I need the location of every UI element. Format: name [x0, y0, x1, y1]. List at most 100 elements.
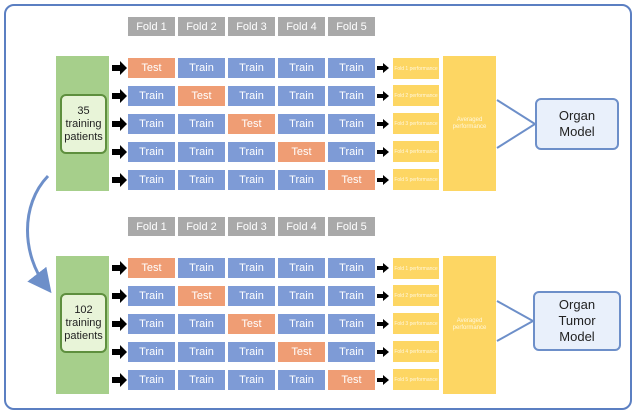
cell-train: Train	[278, 286, 325, 306]
cell-test: Test	[228, 114, 275, 134]
cell-train: Train	[178, 142, 225, 162]
arrow-right-icon	[112, 261, 127, 275]
arrow-right-icon	[377, 119, 389, 129]
cell-train: Train	[128, 286, 175, 306]
cell-train: Train	[128, 314, 175, 334]
arrow-right-icon	[112, 317, 127, 331]
fold-header-4: Fold 4	[278, 17, 325, 36]
cell-train: Train	[328, 286, 375, 306]
arrow-right-icon	[112, 345, 127, 359]
arrow-right-icon	[377, 91, 389, 101]
fold-performance-1: Fold 1 performance	[393, 58, 439, 79]
cell-train: Train	[178, 314, 225, 334]
model-label-line3: Model	[559, 329, 595, 344]
cell-train: Train	[128, 370, 175, 390]
cell-train: Train	[228, 370, 275, 390]
cell-train: Train	[278, 58, 325, 78]
cell-train: Train	[128, 170, 175, 190]
fold-header-1: Fold 1	[128, 217, 175, 236]
arrow-right-icon	[377, 347, 389, 357]
patient-label-line3: patients	[64, 130, 103, 143]
fold-performance-2: Fold 2 performance	[393, 285, 439, 306]
cell-train: Train	[328, 142, 375, 162]
cell-train: Train	[228, 58, 275, 78]
cell-train: Train	[128, 86, 175, 106]
row-arrows-top	[112, 61, 127, 187]
patient-count: 35	[77, 104, 90, 117]
arrow-right-icon	[112, 173, 127, 187]
cell-train: Train	[278, 86, 325, 106]
cell-train: Train	[128, 342, 175, 362]
arrow-right-icon	[112, 289, 127, 303]
cell-train: Train	[228, 258, 275, 278]
cell-train: Train	[178, 342, 225, 362]
row-arrows-bottom	[112, 261, 127, 387]
perf-arrows-top	[377, 63, 389, 185]
fold-header-3: Fold 3	[228, 17, 275, 36]
fold-performance-2: Fold 2 performance	[393, 85, 439, 106]
cell-test: Test	[328, 370, 375, 390]
arrow-right-icon	[112, 89, 127, 103]
model-connector-bottom	[496, 300, 536, 342]
arrow-right-icon	[377, 63, 389, 73]
arrow-right-icon	[112, 145, 127, 159]
averaged-performance: Averaged performance	[443, 256, 496, 394]
model-label-line1: Organ	[558, 108, 596, 123]
arrow-right-icon	[112, 61, 127, 75]
fold-performance-1: Fold 1 performance	[393, 258, 439, 279]
cell-train: Train	[278, 114, 325, 134]
patient-count: 102	[74, 303, 93, 316]
arrow-right-icon	[377, 147, 389, 157]
arrow-right-icon	[377, 263, 389, 273]
cell-train: Train	[278, 370, 325, 390]
cell-train: Train	[228, 342, 275, 362]
cell-test: Test	[128, 58, 175, 78]
cell-train: Train	[328, 58, 375, 78]
cell-train: Train	[278, 258, 325, 278]
fold-performance-5: Fold 5 performance	[393, 169, 439, 190]
patients-box: 102 training patients	[60, 293, 107, 353]
arrow-right-icon	[377, 175, 389, 185]
cell-train: Train	[178, 58, 225, 78]
fold-performance-4: Fold 4 performance	[393, 341, 439, 362]
cell-test: Test	[178, 286, 225, 306]
fold-performance-4: Fold 4 performance	[393, 141, 439, 162]
patient-label-line2: training	[65, 316, 102, 329]
averaged-performance: Averaged performance	[443, 56, 496, 191]
fold-performance-5: Fold 5 performance	[393, 369, 439, 390]
cell-test: Test	[328, 170, 375, 190]
cell-train: Train	[328, 86, 375, 106]
model-label-line1: Organ	[558, 297, 596, 312]
fold-header-5: Fold 5	[328, 217, 375, 236]
arrow-right-icon	[377, 375, 389, 385]
arrow-right-icon	[377, 291, 389, 301]
cell-train: Train	[178, 370, 225, 390]
patient-label-line3: patients	[64, 329, 103, 342]
cell-train: Train	[228, 170, 275, 190]
fold-performance-3: Fold 3 performance	[393, 313, 439, 334]
fold-header-2: Fold 2	[178, 17, 225, 36]
cell-train: Train	[328, 114, 375, 134]
organ-tumor-model-box: Organ Tumor Model	[533, 291, 621, 351]
patients-box: 35 training patients	[60, 94, 107, 154]
outer-frame	[4, 4, 632, 410]
cell-train: Train	[228, 286, 275, 306]
arrow-right-icon	[377, 319, 389, 329]
cell-test: Test	[178, 86, 225, 106]
fold-header-4: Fold 4	[278, 217, 325, 236]
cell-train: Train	[128, 142, 175, 162]
fold-header-5: Fold 5	[328, 17, 375, 36]
patient-label-line2: training	[65, 117, 102, 130]
cell-train: Train	[178, 114, 225, 134]
cell-train: Train	[328, 258, 375, 278]
cell-train: Train	[328, 314, 375, 334]
cell-train: Train	[178, 170, 225, 190]
arrow-right-icon	[112, 117, 127, 131]
model-label-line2: Tumor	[558, 313, 596, 328]
cell-train: Train	[228, 142, 275, 162]
cell-train: Train	[228, 86, 275, 106]
fold-performance-3: Fold 3 performance	[393, 113, 439, 134]
model-label-line2: Model	[559, 124, 595, 139]
model-connector-top	[496, 99, 537, 149]
